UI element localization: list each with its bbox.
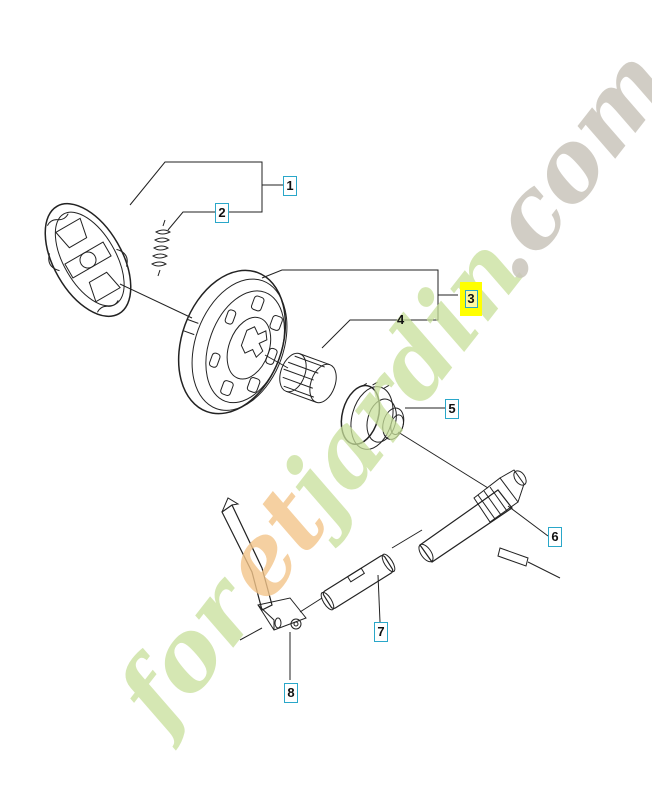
axis-line-shoes [119, 283, 193, 319]
callout-6[interactable]: 6 [548, 527, 562, 547]
clutch-shoes-part [44, 202, 132, 318]
leader-line-6 [507, 505, 549, 537]
callout-8[interactable]: 8 [284, 683, 298, 703]
pin-part [497, 547, 561, 579]
sprocket-part [340, 381, 405, 450]
callout-1[interactable]: 1 [283, 176, 297, 196]
axis-line-lever [239, 627, 263, 641]
axis-line-bearing [264, 354, 289, 369]
clutch-drum-part [177, 269, 288, 415]
callout-5[interactable]: 5 [445, 399, 459, 419]
callout-2[interactable]: 2 [215, 203, 229, 223]
leader-line-1 [129, 161, 283, 206]
sleeve-part [320, 553, 396, 611]
shaft-part [418, 469, 527, 563]
leader-line-3 [261, 269, 458, 296]
lever-part [221, 497, 307, 631]
axis-line-shaft [397, 431, 489, 489]
axis-line-pin [391, 529, 423, 549]
leader-line-4 [321, 295, 439, 349]
clutch-spring-part [151, 219, 171, 277]
leader-line-7 [377, 574, 381, 623]
needle-bearing-part [279, 352, 337, 404]
callout-4[interactable]: 4 [397, 312, 405, 327]
callout-3-label: 3 [464, 290, 478, 308]
callout-7[interactable]: 7 [374, 622, 388, 642]
axis-line-sleeve [299, 597, 323, 613]
callout-3-highlighted[interactable]: 3 [460, 282, 482, 316]
